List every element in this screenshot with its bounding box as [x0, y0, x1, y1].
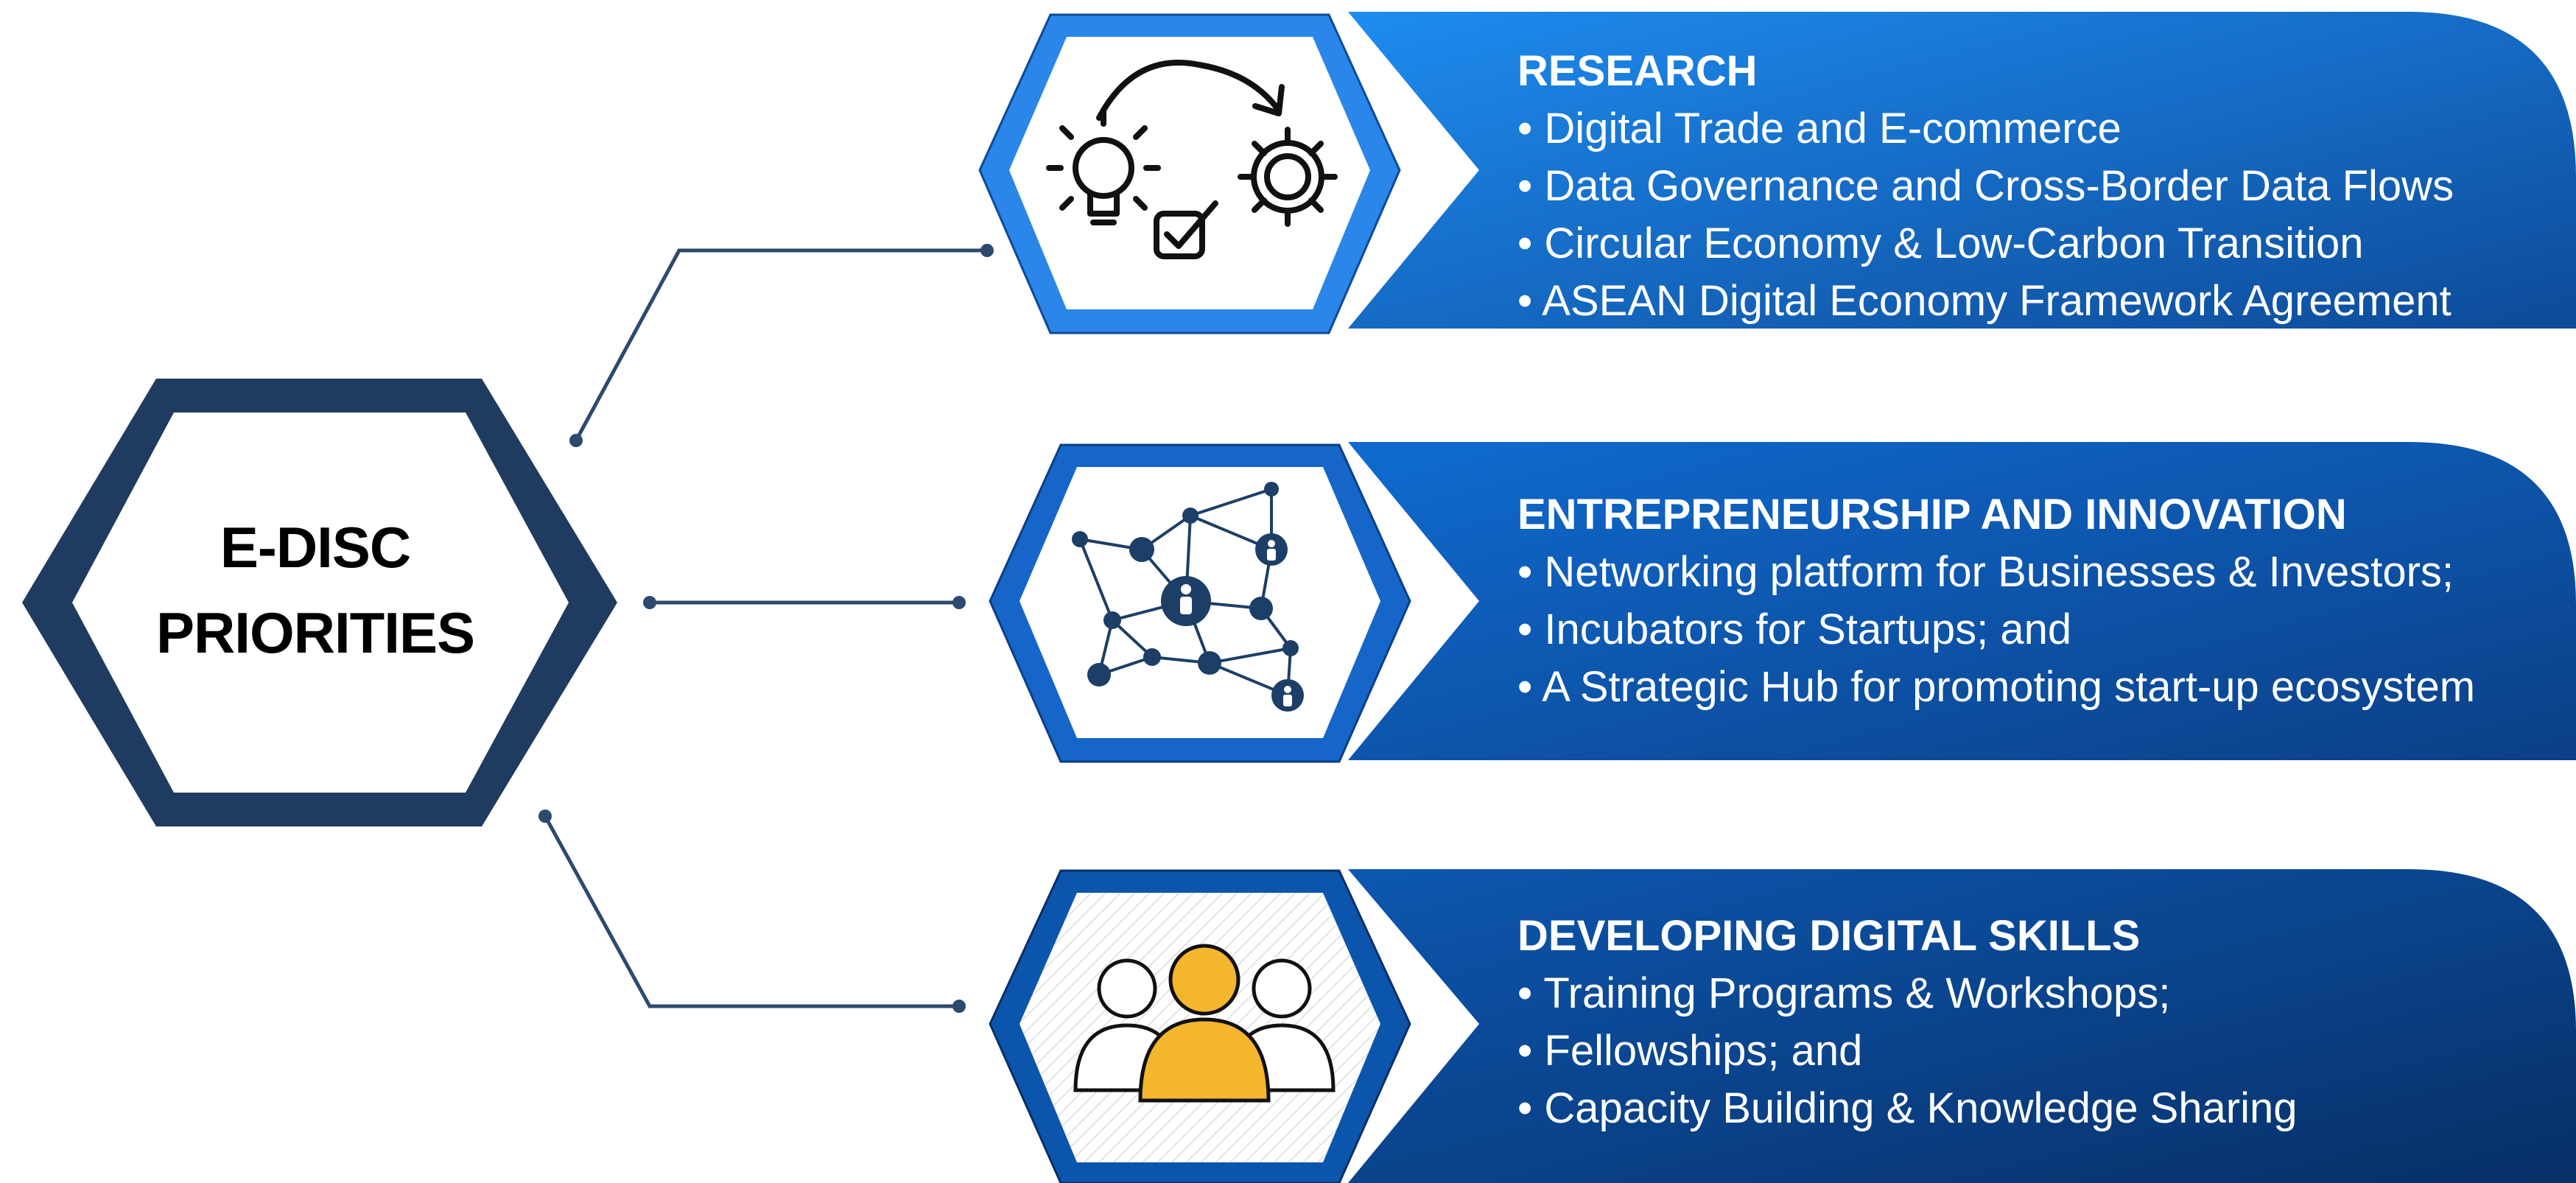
skills-item-3: • Capacity Building & Knowledge Sharing [1517, 1084, 2298, 1132]
research-item-1: • Digital Trade and E-commerce [1517, 105, 2121, 152]
research-item-4: • ASEAN Digital Economy Framework Agreem… [1517, 277, 2452, 325]
entrepreneurship-band [1348, 442, 2576, 760]
entrepreneurship-item-3: • A Strategic Hub for promoting start-up… [1517, 663, 2475, 711]
priority-skills: DEVELOPING DIGITAL SKILLS • Training Pro… [989, 869, 2576, 1183]
skills-item-2: • Fellowships; and [1517, 1027, 1862, 1075]
connector-entrepreneurship [643, 596, 966, 609]
people-network-icon [1072, 482, 1304, 712]
entrepreneurship-item-1: • Networking platform for Businesses & I… [1517, 548, 2454, 596]
center-title-line1: E-DISC [220, 515, 410, 580]
group-of-people-icon [1073, 944, 1336, 1103]
skills-heading: DEVELOPING DIGITAL SKILLS [1517, 912, 2140, 960]
priority-entrepreneurship: ENTREPRENEURSHIP AND INNOVATION • Networ… [989, 442, 2576, 763]
research-item-2: • Data Governance and Cross-Border Data … [1517, 162, 2454, 210]
priority-research: RESEARCH • Digital Trade and E-commerce … [978, 12, 2576, 334]
center-hexagon: E-DISC PRIORITIES [22, 379, 617, 826]
entrepreneurship-item-2: • Incubators for Startups; and [1517, 605, 2071, 653]
skills-band [1348, 869, 2576, 1183]
connector-skills [538, 810, 966, 1013]
research-heading: RESEARCH [1517, 47, 1758, 95]
research-band [1348, 12, 2576, 329]
center-title-line2: PRIORITIES [156, 600, 474, 665]
skills-item-1: • Training Programs & Workshops; [1517, 969, 2170, 1017]
connector-research [569, 244, 994, 447]
research-item-3: • Circular Economy & Low-Carbon Transiti… [1517, 220, 2364, 267]
lightbulb-gear-checkbox-icon [1046, 60, 1338, 259]
entrepreneurship-heading: ENTREPRENEURSHIP AND INNOVATION [1517, 491, 2347, 538]
